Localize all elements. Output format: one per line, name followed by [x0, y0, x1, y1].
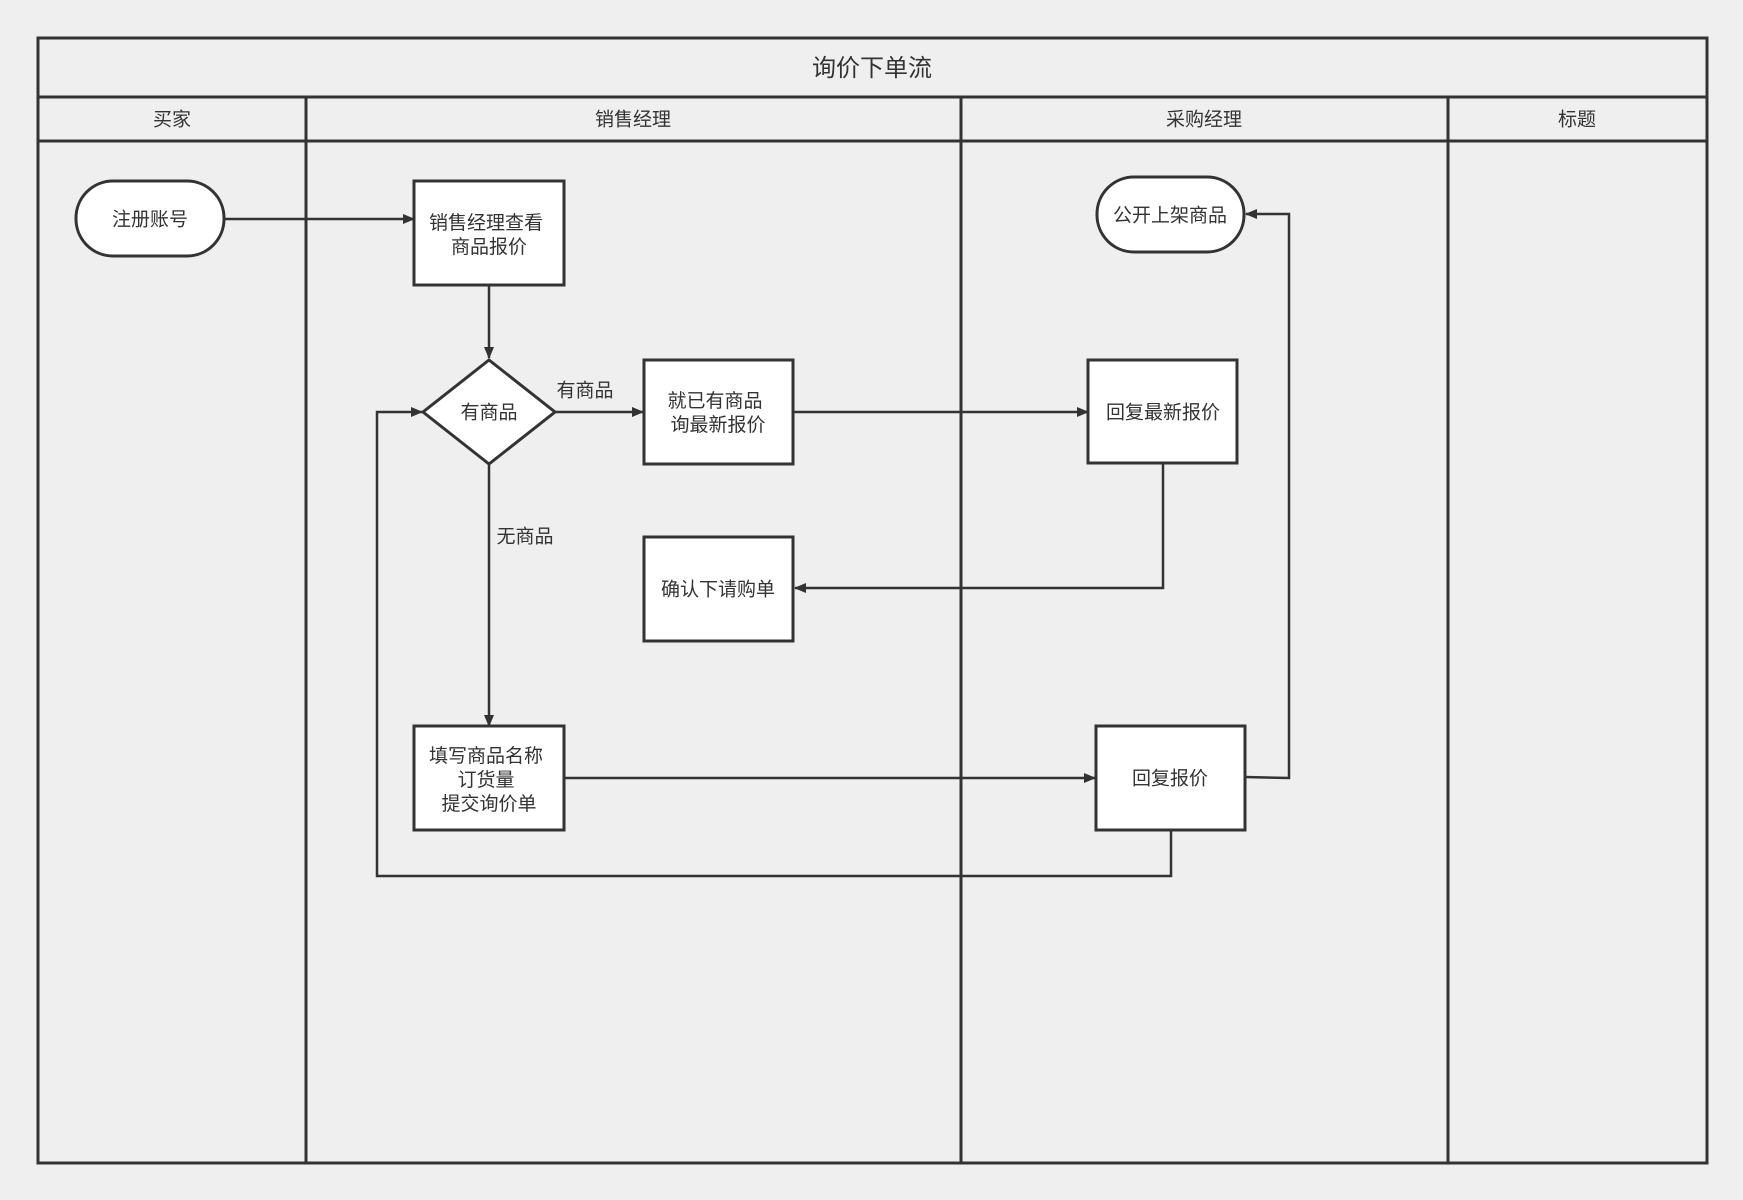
node-ask-latest-line-1: 就已有商品 — [667, 390, 762, 412]
node-labels: 注册账号 销售经理查看 商品报价 有商品 就已有商品 询最新报价 回复最新报价 … — [112, 205, 1227, 816]
lane-header-buyer: 买家 — [153, 109, 191, 131]
edge-reply-quote-loop-to-decision — [375, 407, 1173, 878]
node-publish-label: 公开上架商品 — [1113, 205, 1227, 227]
edge-label-yes: 有商品 — [556, 380, 613, 402]
pool — [36, 36, 1709, 1165]
node-reply-quote-shape — [1094, 724, 1247, 832]
node-reply-quote-label: 回复报价 — [1132, 768, 1208, 790]
node-register-label: 注册账号 — [112, 209, 188, 231]
node-ask-latest-shape — [642, 358, 795, 466]
node-reply-latest-label: 回复最新报价 — [1106, 402, 1220, 424]
node-has-goods-shape — [420, 358, 558, 466]
node-fill-form-line-3: 提交询价单 — [441, 793, 536, 815]
node-confirm-order-shape — [642, 535, 795, 643]
node-view-quote-line-2: 商品报价 — [451, 236, 527, 258]
node-has-goods-label: 有商品 — [460, 402, 517, 424]
node-fill-form-label: 填写商品名称 订货量 提交询价单 — [429, 745, 549, 815]
edges — [224, 209, 1291, 878]
edge-reply-quote-to-publish — [1244, 209, 1291, 780]
node-publish-shape — [1095, 175, 1246, 254]
node-fill-form-line-2: 订货量 — [457, 769, 514, 791]
node-view-quote-label: 销售经理查看 商品报价 — [429, 212, 549, 258]
node-fill-form-line-1: 填写商品名称 — [429, 745, 543, 767]
node-confirm-order-label: 确认下请购单 — [661, 579, 775, 601]
node-ask-latest-line-2: 询最新报价 — [670, 414, 765, 436]
node-view-quote-line-1: 销售经理查看 — [429, 212, 543, 234]
nodes — [74, 175, 1247, 832]
node-fill-form-shape — [412, 724, 566, 832]
diagram-title: 询价下单流 — [812, 54, 932, 82]
edge-reply-latest-to-confirm — [794, 463, 1165, 593]
lane-header-title: 标题 — [1558, 109, 1596, 131]
node-reply-latest-shape — [1086, 358, 1239, 465]
lane-header-purchase-manager: 采购经理 — [1166, 109, 1242, 131]
edge-label-no: 无商品 — [496, 526, 553, 548]
node-ask-latest-label: 就已有商品 询最新报价 — [667, 390, 768, 436]
lane-header-sales-manager: 销售经理 — [595, 109, 671, 131]
node-register-shape — [74, 179, 226, 258]
pool-border — [36, 36, 1709, 1165]
node-view-quote-shape — [412, 179, 566, 287]
